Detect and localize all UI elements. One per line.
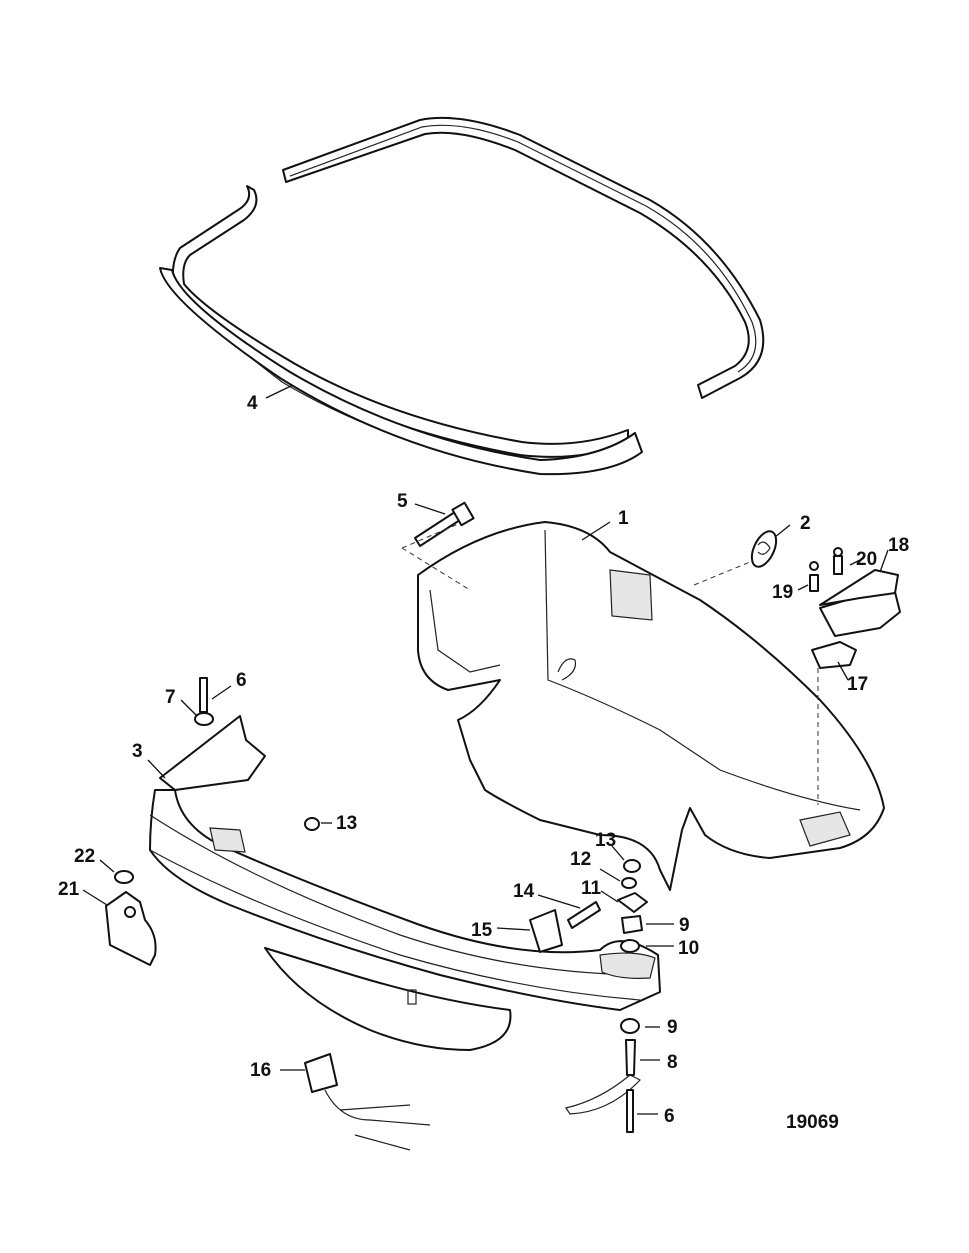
hardware-parts [194,677,648,1151]
rear-bracket-part [105,870,157,966]
callout-12: 12 [570,849,591,870]
callout-15: 15 [471,920,493,941]
callout-16: 16 [250,1060,271,1081]
callout-21: 21 [58,879,80,900]
callout-5: 5 [397,491,408,512]
latch-assembly-part [809,547,901,669]
callout-10: 10 [678,938,699,959]
callout-6-top: 6 [236,670,247,691]
callout-20: 20 [856,549,877,570]
top-cowl-part [417,521,885,891]
callout-11: 11 [581,878,602,899]
bolt-part-5 [414,501,475,547]
figure-number: 19069 [786,1112,839,1133]
callout-9-lower: 9 [667,1017,678,1038]
leader-lines [82,384,889,1115]
cowl-seal-part [159,116,765,476]
callout-14: 14 [513,881,535,902]
bottom-cowl-part [149,715,661,1051]
callout-7: 7 [165,687,176,708]
callout-19: 19 [772,582,793,603]
callout-8: 8 [667,1052,678,1073]
callout-18: 18 [888,535,909,556]
callout-labels: 4 5 1 2 18 20 19 17 7 6 3 13 22 21 13 12… [58,393,909,1133]
callout-1: 1 [618,508,629,529]
callout-9-upper: 9 [679,915,690,936]
callout-6-bottom: 6 [664,1106,675,1127]
callout-4: 4 [247,393,258,414]
callout-3: 3 [132,741,143,762]
callout-22: 22 [74,846,95,867]
callout-13-right: 13 [595,830,616,851]
alignment-lines [401,523,819,805]
callout-2: 2 [800,513,811,534]
callout-17: 17 [847,674,868,695]
callout-13-left: 13 [336,813,357,834]
logo-decal-part [750,530,778,568]
